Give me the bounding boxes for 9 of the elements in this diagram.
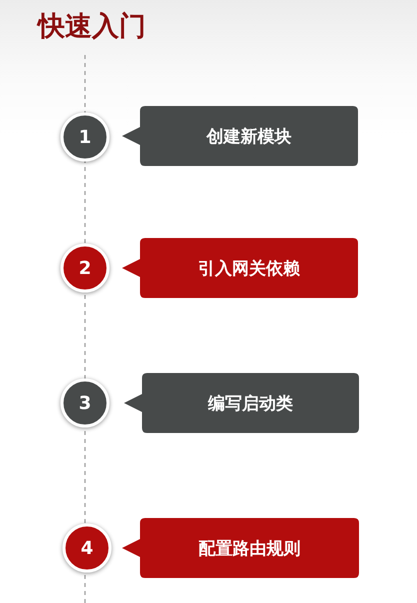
step-label: 编写启动类 — [208, 392, 293, 414]
step-number: 2 — [78, 258, 92, 278]
step-number: 3 — [78, 392, 92, 414]
title: 快速入门 — [38, 10, 146, 44]
step-label: 配置路由规则 — [198, 538, 300, 560]
step-number: 4 — [80, 538, 94, 558]
step-label: 创建新模块 — [206, 126, 292, 148]
step-label: 引入网关依赖 — [198, 258, 300, 280]
step-number: 1 — [78, 126, 92, 148]
